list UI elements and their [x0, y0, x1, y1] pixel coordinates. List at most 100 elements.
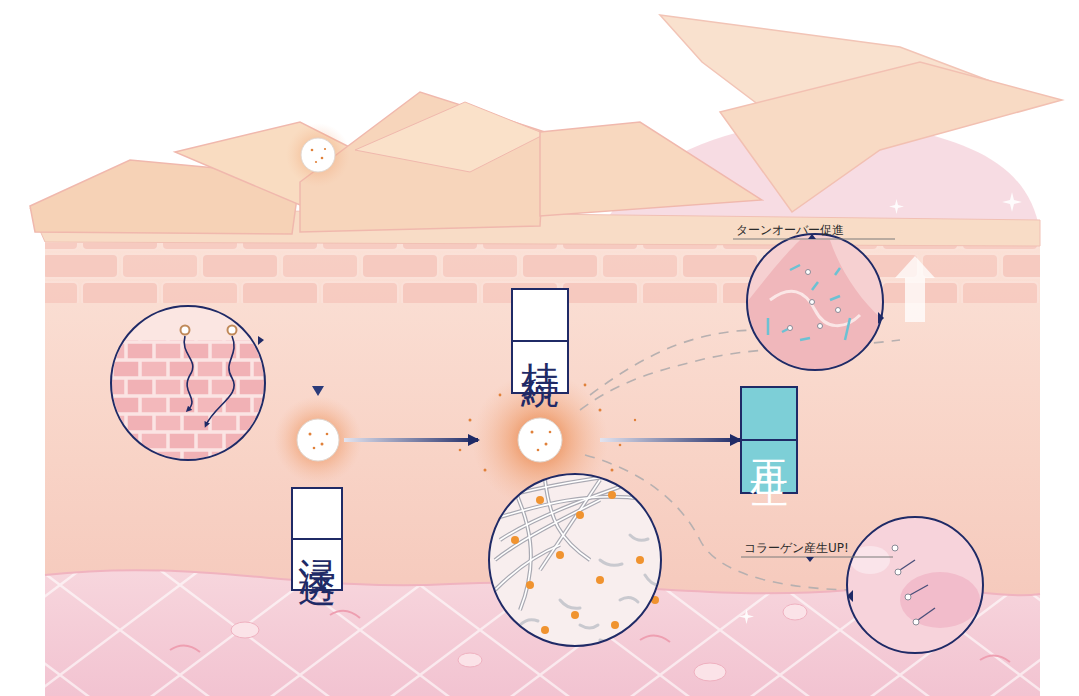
stage-arrow — [344, 438, 478, 442]
active-particles — [309, 433, 312, 436]
active-particles — [549, 431, 552, 434]
turnover-arrow — [895, 256, 935, 322]
zoom-turnover — [788, 326, 793, 331]
zoom-turnover — [770, 291, 860, 325]
active-particles — [545, 443, 548, 446]
penetration-arrow — [312, 386, 324, 396]
callout-lines — [733, 239, 895, 557]
sustain-stage: 持続 — [478, 286, 600, 461]
zoom-turnover — [810, 300, 815, 305]
stratum-corneum — [540, 122, 762, 216]
zoom-intercellular — [181, 326, 190, 335]
active-particles — [599, 409, 602, 412]
active-particles — [531, 431, 534, 434]
active-particles — [297, 419, 339, 461]
zoom-fibroblast — [892, 545, 919, 625]
active-particles — [469, 419, 472, 422]
active-particles — [311, 149, 314, 152]
tissue-layers — [231, 622, 259, 638]
active-particles — [313, 447, 316, 450]
zoom-collagen — [630, 535, 648, 540]
active-particles — [611, 469, 614, 472]
zoom-turnover — [812, 282, 818, 290]
active-particles — [315, 161, 317, 163]
zoom-collagen — [500, 480, 640, 540]
active-particles — [274, 396, 362, 484]
zoom-turnover — [790, 265, 800, 270]
active-particles — [499, 394, 502, 397]
zoom-collagen — [580, 625, 598, 628]
zoom-fibroblast — [900, 560, 915, 570]
zoom-collagen — [611, 621, 619, 629]
stratum-corneum — [30, 15, 1062, 246]
active-particles — [518, 418, 562, 462]
zoom-collagen — [536, 496, 544, 504]
zoom-collagen — [540, 480, 600, 570]
zoom-collagen — [608, 491, 616, 499]
active-particles — [286, 123, 350, 187]
zoom-collagen — [620, 597, 638, 602]
zoom-collagen — [636, 556, 644, 564]
active-particles — [324, 148, 326, 150]
zoom-turnover — [806, 270, 811, 275]
zoom-collagen — [511, 536, 519, 544]
zoom-turnover — [767, 318, 770, 335]
active-particles — [584, 384, 587, 387]
active-particles — [619, 444, 622, 447]
regeneration-stage: 再生 — [740, 386, 798, 494]
stage-label: 浸透 — [291, 487, 343, 591]
zoom-collagen — [490, 470, 660, 610]
penetration-arrow — [312, 182, 324, 396]
stratum-corneum — [355, 102, 545, 172]
zoom-fibroblast — [892, 545, 898, 551]
zoom-fibroblast — [910, 585, 928, 595]
zoom-fibroblast — [847, 517, 983, 653]
zoom-fibroblast — [900, 572, 980, 628]
active-particles — [309, 148, 637, 502]
tissue-layers — [694, 663, 726, 681]
zoom-collagen — [520, 535, 659, 641]
active-particles — [634, 419, 636, 421]
zoom-turnover — [818, 324, 823, 329]
zoom-turnover — [747, 240, 883, 380]
zoom-intercellular — [228, 326, 237, 335]
stratum-corneum — [720, 62, 1062, 212]
penetration-arrow — [317, 182, 320, 390]
zoom-fibroblast — [895, 569, 901, 575]
sparkles — [889, 199, 904, 214]
turnover-callout: ターンオーバー促進 — [736, 222, 844, 239]
zoom-turnover — [835, 268, 840, 275]
active-particles — [459, 449, 462, 452]
zoom-fibroblast — [900, 560, 935, 620]
zoom-intercellular — [100, 340, 276, 460]
zoom-collagen — [541, 626, 549, 634]
callout-pointers — [806, 557, 814, 562]
tissue-layers — [45, 225, 1040, 696]
stage-label: 持続 — [511, 288, 569, 394]
sparkles — [739, 609, 754, 624]
zoom-intercellular — [100, 340, 276, 460]
zoom-collagen — [489, 470, 661, 646]
zoom-fibroblast — [847, 517, 983, 653]
zoom-collagen — [560, 600, 580, 608]
turnover-arrow — [895, 256, 935, 322]
zoom-collagen — [600, 560, 622, 565]
active-particles — [537, 449, 540, 452]
zoom-collagen — [556, 551, 564, 559]
zoom-intercellular — [184, 336, 193, 410]
active-particles — [321, 443, 324, 446]
zoom-turnover — [747, 234, 884, 380]
active-particles — [484, 469, 487, 472]
zoom-collagen — [490, 470, 660, 641]
tissue-layers — [45, 225, 1040, 696]
zoom-fibroblast — [847, 590, 853, 602]
active-particles — [274, 123, 636, 508]
zoom-collagen — [540, 480, 600, 570]
zoom-fibroblast — [913, 619, 919, 625]
zoom-intercellular — [258, 336, 264, 345]
zoom-turnover — [800, 338, 810, 340]
stage-arrow — [600, 438, 740, 442]
zoom-turnover — [836, 308, 841, 313]
zoom-turnover — [878, 312, 884, 324]
active-particles — [326, 433, 329, 436]
